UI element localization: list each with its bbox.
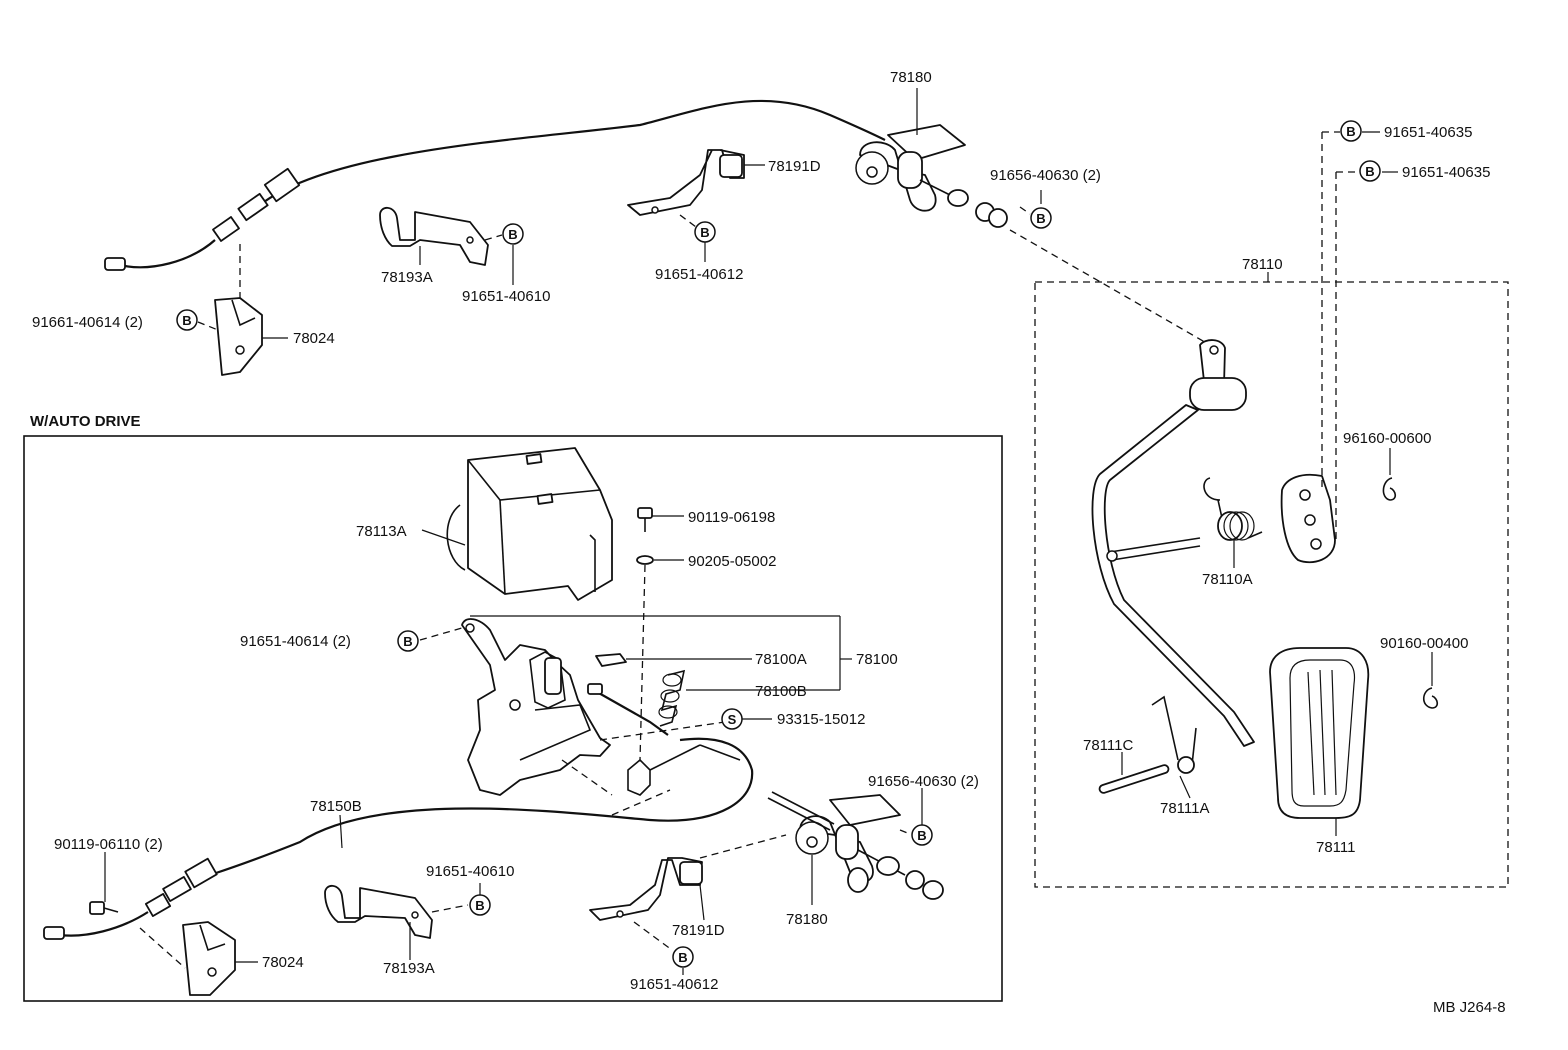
section-title: W/AUTO DRIVE <box>30 413 141 430</box>
clip-90160 <box>1422 687 1439 709</box>
b-symbol-3: B <box>502 223 524 245</box>
top-accelerator-cable <box>104 99 886 271</box>
clip-96160 <box>1382 477 1397 501</box>
label-91656-bot: 91656-40630 (2) <box>868 773 979 790</box>
svg-text:B: B <box>403 634 412 649</box>
label-90119-06110: 90119-06110 (2) <box>54 836 163 853</box>
bracket-78024-bottom <box>182 921 236 996</box>
label-78110: 78110 <box>1242 256 1283 273</box>
label-78111c: 78111C <box>1083 737 1133 754</box>
bolt-90119-06110 <box>89 901 119 915</box>
label-96160: 96160-00600 <box>1343 430 1431 447</box>
svg-text:B: B <box>1346 124 1355 139</box>
label-91651-40614: 91651-40614 (2) <box>240 633 351 650</box>
pedal-pad-78111 <box>1269 647 1370 819</box>
auto-drive-cable <box>43 683 754 940</box>
accelerator-pedal-arm <box>1091 339 1255 747</box>
pedal-leaders <box>1121 131 1433 836</box>
svg-text:B: B <box>1365 164 1374 179</box>
svg-text:B: B <box>700 225 709 240</box>
bracket-78191d-bottom <box>589 857 703 921</box>
pedal-assembly-group-box <box>1034 281 1509 888</box>
label-91651-40612-bot: 91651-40612 <box>630 976 718 993</box>
b-symbol-9: B <box>469 894 491 916</box>
bolt-90119-06198 <box>637 507 653 532</box>
b-symbol-4: B <box>176 309 198 331</box>
b-symbol-8: B <box>911 824 933 846</box>
label-91656-top: 91656-40630 (2) <box>990 167 1101 184</box>
label-78180-bot: 78180 <box>786 911 828 928</box>
label-90119-06198: 90119-06198 <box>688 509 775 526</box>
pedal-bracket-plate <box>1280 473 1336 564</box>
label-78024-top: 78024 <box>293 330 335 347</box>
label-78180-top: 78180 <box>890 69 932 86</box>
cable-bracket-bottom <box>767 791 944 900</box>
auto-drive-box <box>23 435 1003 1002</box>
svg-text:B: B <box>475 898 484 913</box>
label-78111a: 78111A <box>1160 800 1210 817</box>
label-78100a: 78100A <box>755 651 807 668</box>
link-bracket-78100 <box>461 618 611 796</box>
label-78191d-top: 78191D <box>768 158 821 175</box>
label-78110a: 78110A <box>1202 571 1253 588</box>
label-78193a-bot: 78193A <box>383 960 435 977</box>
return-spring-78110a <box>1203 477 1263 541</box>
svg-text:S: S <box>728 712 737 727</box>
label-78150b: 78150B <box>310 798 362 815</box>
label-91651-40612-top: 91651-40612 <box>655 266 743 283</box>
pin-78111c <box>1098 764 1170 794</box>
b-symbol-7: B <box>397 630 419 652</box>
b-symbol-6: B <box>1359 160 1381 182</box>
spring-78111a <box>1151 695 1197 774</box>
label-90205: 90205-05002 <box>688 553 776 570</box>
label-78191d-bot: 78191D <box>672 922 725 939</box>
label-78193a-top: 78193A <box>381 269 433 286</box>
spring-78100b <box>658 669 686 727</box>
bracket-78193a-bottom <box>324 884 433 939</box>
svg-text:B: B <box>678 950 687 965</box>
label-91661: 91661-40614 (2) <box>32 314 143 331</box>
washer-90205 <box>636 555 654 565</box>
label-90160: 90160-00400 <box>1380 635 1468 652</box>
actuator-78113a <box>446 447 613 601</box>
bracket-78024-top <box>214 297 263 376</box>
svg-text:B: B <box>917 828 926 843</box>
b-symbol-10: B <box>672 946 694 968</box>
b-symbol-5: B <box>1340 120 1362 142</box>
label-91651-40610-bot: 91651-40610 <box>426 863 514 880</box>
top-leaders <box>197 88 1211 346</box>
label-78100b: 78100B <box>755 683 807 700</box>
b-symbol-1: B <box>1030 207 1052 229</box>
s-symbol-1: S <box>721 708 743 730</box>
svg-text:B: B <box>508 227 517 242</box>
label-93315: 93315-15012 <box>777 711 865 728</box>
label-91651-40635-b: 91651-40635 <box>1402 164 1490 181</box>
label-78024-bot: 78024 <box>262 954 304 971</box>
bracket-78191d-top <box>627 149 745 216</box>
b-symbol-2: B <box>694 221 716 243</box>
auto-drive-leaders <box>104 515 923 975</box>
cable-bracket-top <box>855 124 1008 228</box>
label-78100: 78100 <box>856 651 898 668</box>
label-78113a: 78113A <box>356 523 407 540</box>
pad-78100a <box>595 653 627 667</box>
label-91651-40635-a: 91651-40635 <box>1384 124 1472 141</box>
bolt-symbols: B B B B B B B B B B S <box>176 120 1381 968</box>
part-labels: 78180 78191D 91656-40630 (2) 78193A 9165… <box>30 69 1506 1016</box>
svg-text:B: B <box>182 313 191 328</box>
label-78111: 78111 <box>1316 839 1356 856</box>
bracket-78193a-top <box>379 206 489 266</box>
label-91651-40610-top: 91651-40610 <box>462 288 550 305</box>
drawing-code: MB J264-8 <box>1433 999 1506 1016</box>
svg-text:B: B <box>1036 211 1045 226</box>
